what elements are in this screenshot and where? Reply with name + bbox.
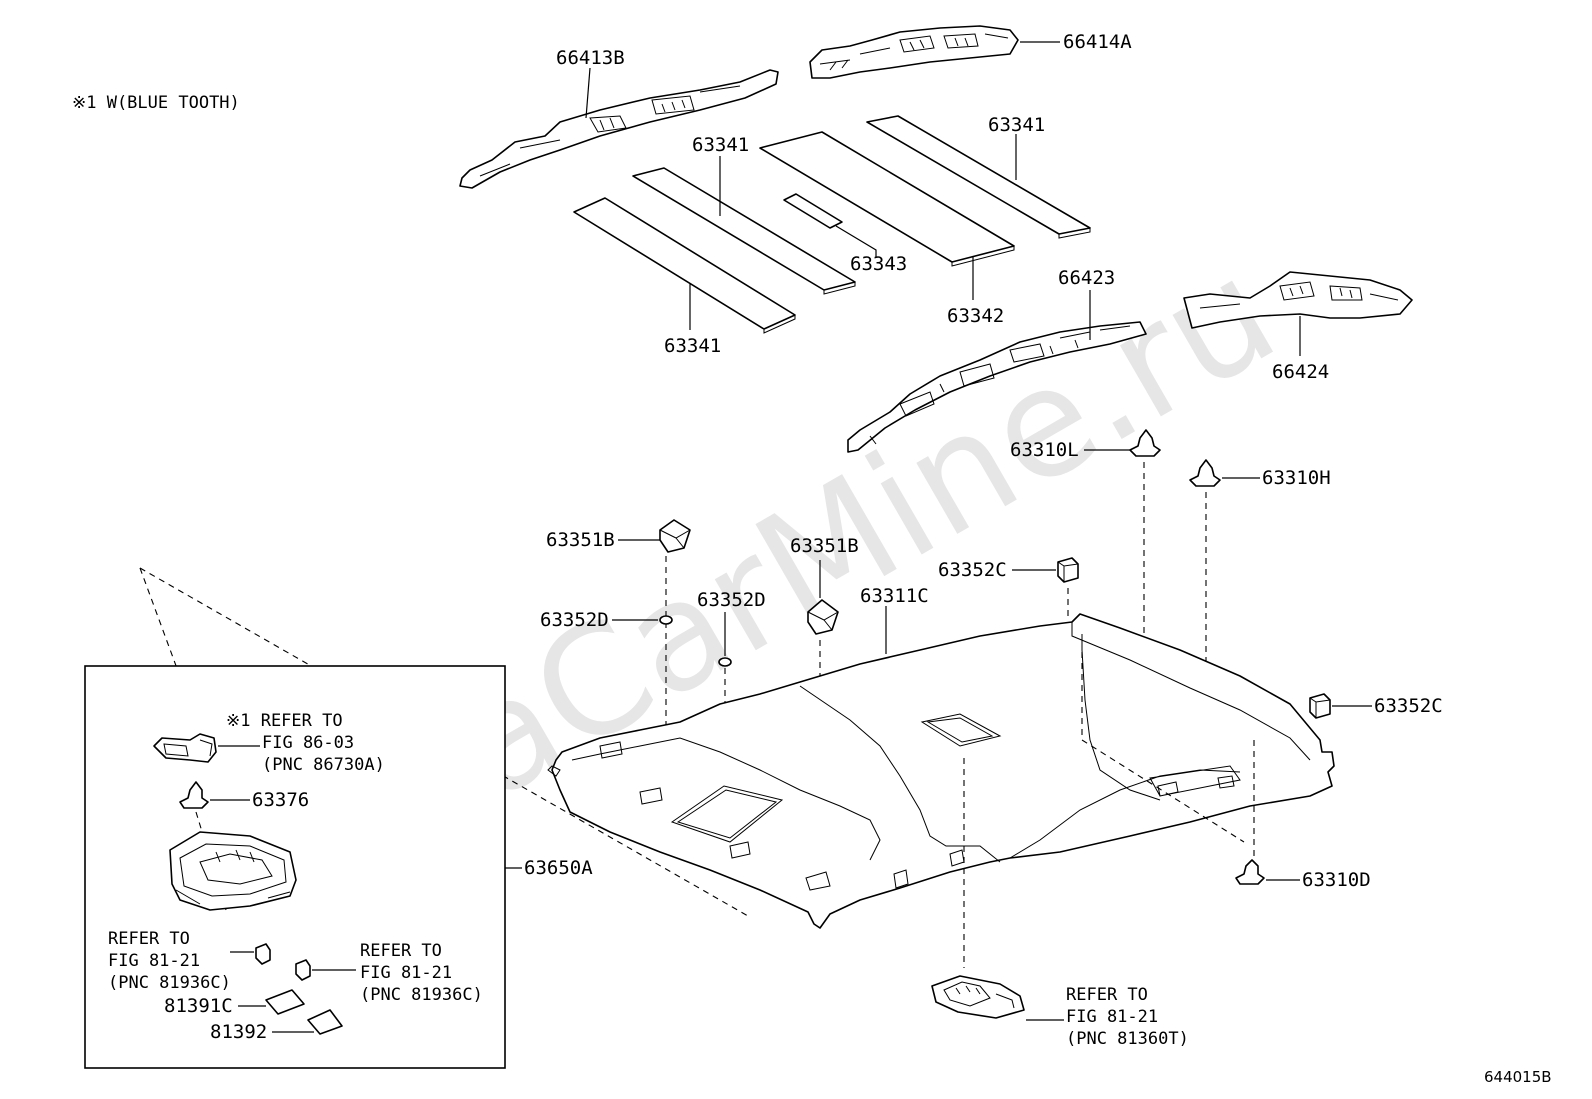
part-66424[interactable] [1183,271,1413,329]
part-63341-front[interactable] [573,197,796,334]
part-63310D[interactable] [1235,859,1265,885]
part-63341-mid[interactable] [632,167,856,295]
ref-clip-right[interactable]: REFER TO FIG 81-21 (PNC 81936C) [360,941,483,1005]
label-63352D-mid[interactable]: 63352D [697,589,766,611]
part-63352D-mid[interactable] [718,657,732,667]
part-bluetooth-mic[interactable] [153,733,217,763]
label-63351B-right[interactable]: 63351B [790,535,859,557]
label-63342[interactable]: 63342 [947,305,1004,327]
part-63342[interactable] [759,131,1015,267]
label-63310L[interactable]: 63310L [1010,439,1079,461]
label-63311C[interactable]: 63311C [860,585,929,607]
part-63352D-left[interactable] [659,615,673,625]
label-63352D-left[interactable]: 63352D [540,609,609,631]
part-clip-left[interactable] [255,943,271,965]
leader-63343 [835,225,877,258]
ref-bluetooth[interactable]: ※1 REFER TO FIG 86-03 (PNC 86730A) [226,711,385,775]
part-66413B[interactable] [459,69,779,189]
svg-text:※1 REFER TO: ※1 REFER TO [226,711,343,731]
label-66413B[interactable]: 66413B [556,47,625,69]
label-63351B-left[interactable]: 63351B [546,529,615,551]
ref-room-lamp[interactable]: REFER TO FIG 81-21 (PNC 81360T) [1066,985,1189,1049]
svg-text:REFER TO: REFER TO [108,929,190,949]
label-66423[interactable]: 66423 [1058,267,1115,289]
label-63376[interactable]: 63376 [252,789,309,811]
svg-text:FIG 86-03: FIG 86-03 [262,733,354,753]
part-room-lamp[interactable] [931,975,1025,1019]
leader-66413B [585,67,591,119]
svg-text:REFER TO: REFER TO [1066,985,1148,1005]
part-63376[interactable] [179,781,209,809]
label-66424[interactable]: 66424 [1272,361,1329,383]
svg-text:FIG 81-21: FIG 81-21 [360,963,452,983]
part-clip-right[interactable] [295,959,311,981]
part-63343[interactable] [783,193,843,229]
label-63352C-right[interactable]: 63352C [1374,695,1443,717]
part-63310L[interactable] [1129,429,1161,457]
part-81391C[interactable] [265,989,305,1015]
part-81392[interactable] [307,1009,343,1035]
svg-text:FIG 81-21: FIG 81-21 [1066,1007,1158,1027]
part-66423[interactable] [847,321,1147,453]
part-63311C-headlining[interactable] [547,613,1335,929]
label-66414A[interactable]: 66414A [1063,31,1132,53]
svg-text:(PNC 81360T): (PNC 81360T) [1066,1029,1189,1049]
label-63341-rear[interactable]: 63341 [988,114,1045,136]
label-63310H[interactable]: 63310H [1262,467,1331,489]
bluetooth-note: ※1 W(BLUE TOOTH) [72,93,240,113]
part-63310H[interactable] [1189,459,1221,487]
label-63310D[interactable]: 63310D [1302,869,1371,891]
label-63341-mid[interactable]: 63341 [692,134,749,156]
svg-text:REFER TO: REFER TO [360,941,442,961]
figure-id: 644015B [1484,1068,1552,1086]
svg-text:(PNC 81936C): (PNC 81936C) [360,985,483,1005]
part-63352C-top[interactable] [1057,557,1079,583]
label-81391C[interactable]: 81391C [164,995,233,1017]
label-81392[interactable]: 81392 [210,1021,267,1043]
part-63351B-right[interactable] [807,599,839,635]
svg-text:(PNC 86730A): (PNC 86730A) [262,755,385,775]
part-map-lamp[interactable] [169,831,297,911]
svg-text:FIG 81-21: FIG 81-21 [108,951,200,971]
label-63343[interactable]: 63343 [850,253,907,275]
label-63650A[interactable]: 63650A [524,857,593,879]
label-63352C-top[interactable]: 63352C [938,559,1007,581]
part-66414A[interactable] [809,25,1019,79]
ref-clip-left[interactable]: REFER TO FIG 81-21 (PNC 81936C) [108,929,231,993]
callout-line-b [139,567,749,917]
part-63352C-right[interactable] [1309,693,1331,719]
svg-text:(PNC 81936C): (PNC 81936C) [108,973,231,993]
label-63341-front[interactable]: 63341 [664,335,721,357]
part-63341-rear[interactable] [866,115,1091,239]
